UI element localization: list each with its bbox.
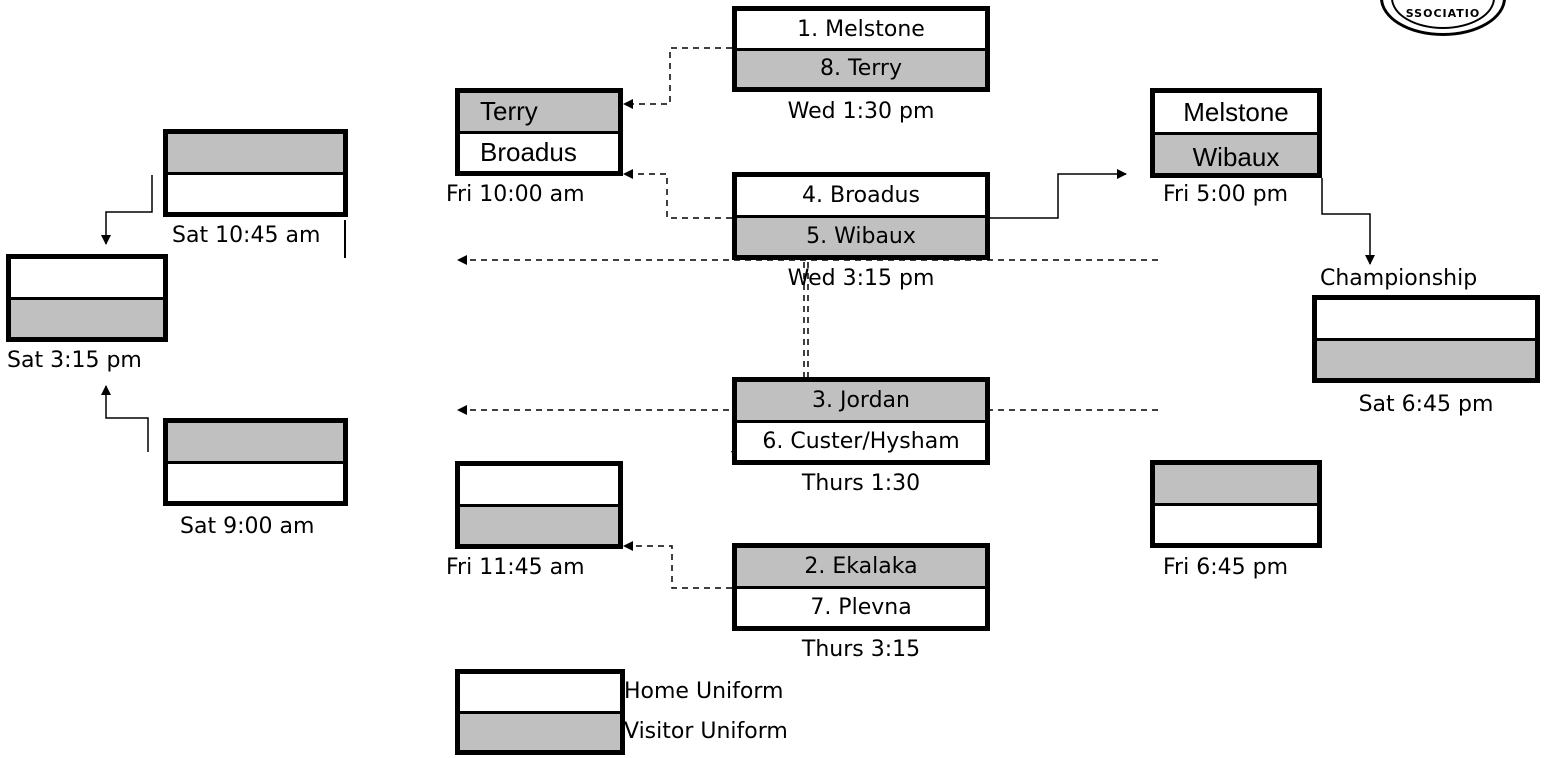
time-semi1: Fri 10:00 am xyxy=(446,182,585,207)
slot-visitor: 2. Ekalaka xyxy=(737,548,985,586)
slot-home xyxy=(1155,502,1317,543)
game-semi-fri-1145 xyxy=(455,461,623,549)
slot-visitor xyxy=(168,423,343,461)
time-g45: Wed 3:15 pm xyxy=(787,266,935,291)
game-championship xyxy=(1312,295,1540,383)
legend-visitor-label: Visitor Uniform xyxy=(624,719,788,744)
line-cons-lower-to-final xyxy=(101,385,149,452)
legend-home-label: Home Uniform xyxy=(624,679,784,704)
slot-visitor: 5. Wibaux xyxy=(737,214,985,255)
time-semi2: Fri 11:45 am xyxy=(446,555,585,580)
game-semi-terry-broadus: Terry Broadus xyxy=(455,88,623,176)
legend-swatch xyxy=(455,669,625,755)
slot-home: 7. Plevna xyxy=(737,585,985,626)
slot-visitor xyxy=(11,296,163,337)
game-ekalaka-plevna: 2. Ekalaka 7. Plevna xyxy=(732,543,990,631)
slot-home xyxy=(168,460,343,501)
slot-visitor: Wibaux xyxy=(1155,131,1317,173)
line-g18-to-semi1 xyxy=(623,47,732,109)
slot-visitor xyxy=(1155,465,1317,503)
time-cons-upper: Sat 10:45 am xyxy=(172,223,321,248)
line-final-upper-to-championship xyxy=(1321,178,1375,265)
legend-visitor-swatch xyxy=(460,710,620,750)
time-g36: Thurs 1:30 xyxy=(801,471,921,496)
game-sat-1045 xyxy=(163,129,348,217)
slot-home: 4. Broadus xyxy=(737,177,985,215)
game-melstone-wibaux: Melstone Wibaux xyxy=(1150,88,1322,178)
game-melstone-terry: 1. Melstone 8. Terry xyxy=(732,6,990,92)
line-cons-upper-to-final xyxy=(101,175,153,245)
slot-home: 1. Melstone xyxy=(737,11,985,48)
time-g27: Thurs 3:15 xyxy=(801,637,921,662)
time-final-upper: Fri 5:00 pm xyxy=(1163,182,1288,207)
time-cons-lower: Sat 9:00 am xyxy=(180,514,315,539)
slot-home: Broadus xyxy=(460,130,618,171)
slot-home: 6. Custer/Hysham xyxy=(737,419,985,460)
slot-visitor: 3. Jordan xyxy=(737,382,985,420)
game-sat-315 xyxy=(6,254,168,342)
slot-home xyxy=(460,466,618,504)
game-jordan-custer: 3. Jordan 6. Custer/Hysham xyxy=(732,377,990,465)
championship-heading: Championship xyxy=(1320,266,1478,291)
legend-home-swatch xyxy=(460,674,620,711)
slot-home xyxy=(11,259,163,297)
line-g45-to-semi1 xyxy=(623,169,732,219)
slot-home xyxy=(1317,300,1535,338)
line-g27-to-semi2 xyxy=(623,541,732,589)
game-sat-900 xyxy=(163,418,348,506)
time-championship: Sat 6:45 pm xyxy=(1358,392,1494,417)
slot-visitor: Terry xyxy=(460,93,618,131)
slot-visitor xyxy=(1317,337,1535,378)
line-g45-to-final-upper xyxy=(990,169,1127,219)
slot-home: Melstone xyxy=(1155,93,1317,132)
game-broadus-wibaux: 4. Broadus 5. Wibaux xyxy=(732,172,990,260)
slot-visitor: 8. Terry xyxy=(737,47,985,87)
time-cons-final: Sat 3:15 pm xyxy=(7,348,142,373)
time-g18: Wed 1:30 pm xyxy=(787,99,935,124)
game-fri-645 xyxy=(1150,460,1322,548)
slot-visitor xyxy=(168,134,343,172)
time-final-lower: Fri 6:45 pm xyxy=(1163,555,1288,580)
slot-home xyxy=(168,171,343,212)
slot-visitor xyxy=(460,503,618,544)
logo-text: SSOCIATIO xyxy=(1405,7,1481,20)
